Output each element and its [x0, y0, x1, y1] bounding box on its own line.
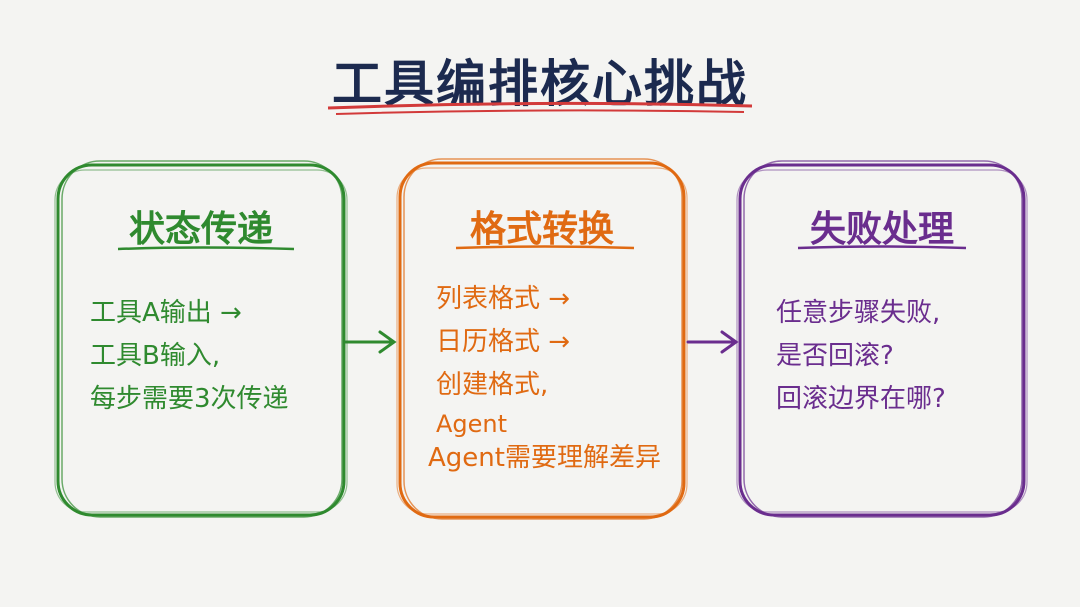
arrow-green-to-orange	[344, 330, 397, 354]
box-line: 列表格式 →	[436, 284, 571, 314]
box-failure-handling-text: 任意步骤失败, 是否回滚? 回滚边界在哪?	[776, 292, 946, 421]
heading-underline-purple	[797, 245, 967, 250]
box-line: 是否回滚?	[776, 341, 894, 371]
box-line: 工具A输出 →	[90, 298, 242, 328]
box-line: Agent	[436, 410, 508, 438]
box-line: 每步需要3次传递	[90, 384, 289, 414]
box-line: 任意步骤失败,	[776, 298, 941, 328]
box-heading-failure-handling: 失败处理	[809, 209, 954, 250]
box-format-conversion-border	[396, 158, 688, 520]
box-heading-format-conversion: 格式转换	[469, 209, 614, 250]
box-heading-state-passing: 状态传递	[128, 209, 273, 250]
box-format-conversion-text: 列表格式 → 日历格式 → 创建格式, Agent Agent需要理解差异	[428, 278, 661, 480]
box-state-passing-border	[54, 160, 348, 518]
box-line: 工具B输入,	[90, 341, 221, 371]
title-underline	[327, 101, 753, 110]
box-failure-handling-border	[736, 160, 1028, 518]
box-line: 日历格式 →	[436, 327, 571, 357]
box-line: 创建格式,	[436, 370, 549, 400]
heading-underline-green	[117, 246, 295, 251]
arrow-orange-to-purple	[686, 330, 739, 354]
heading-underline-orange	[455, 245, 635, 250]
box-line: 回滚边界在哪?	[776, 384, 946, 414]
box-state-passing-text: 工具A输出 → 工具B输入, 每步需要3次传递	[90, 292, 289, 421]
box-line: Agent需要理解差异	[428, 443, 661, 473]
